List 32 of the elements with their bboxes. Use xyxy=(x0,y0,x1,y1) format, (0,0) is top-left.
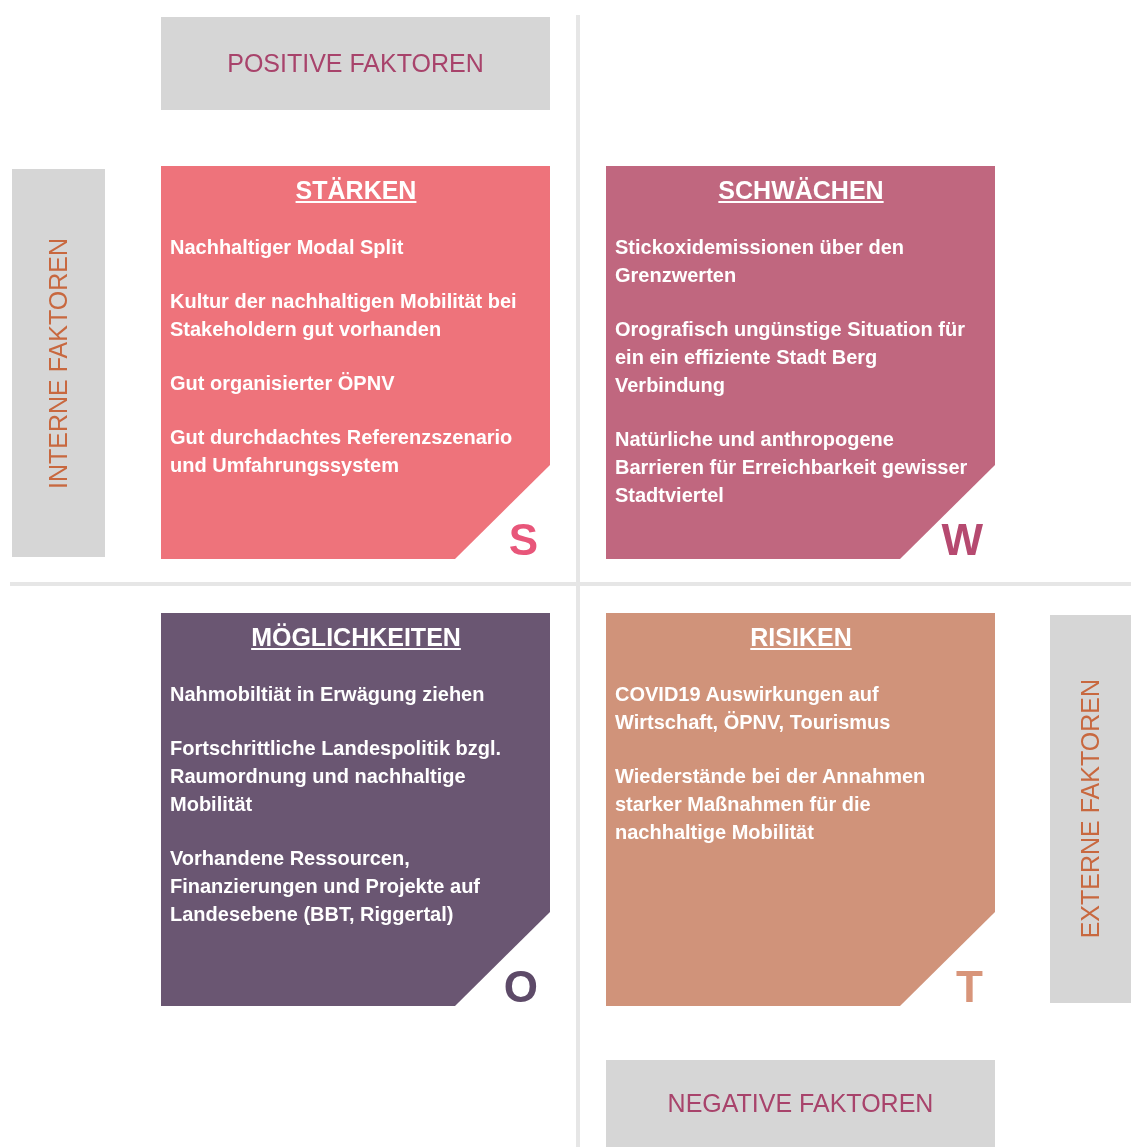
list-item-text: Natürliche und anthropogene Barrieren für Erreichbarkeit gewisser Stadtviertel xyxy=(615,427,969,508)
list-item-text: Nahmobiltiät in Erwägung ziehen xyxy=(170,682,485,707)
swot-quadrant xyxy=(606,613,995,1006)
quadrant-heading: SCHWÄCHEN xyxy=(717,176,885,205)
list-item-text: Vorhandene Ressourcen, Finanzierungen und Projekte auf Landesebene (BBT, Riggertal) xyxy=(170,846,482,927)
list-item-text: COVID19 Auswirkungen auf Wirtschaft, ÖPNV, Tourismus xyxy=(615,682,892,735)
category-label-box xyxy=(606,1060,995,1147)
quadrant-letter: W xyxy=(941,515,983,565)
category-label: EXTERNE FAKTOREN xyxy=(1076,679,1105,939)
quadrant-letter: T xyxy=(956,962,983,1012)
list-item-text: Stickoxidemissionen über den Grenzwerten xyxy=(615,235,905,288)
quadrant-heading: STÄRKEN xyxy=(294,176,418,205)
list-item-text: Orografisch ungünstige Situation für ein ein effiziente Stadt Berg Verbindung xyxy=(615,317,966,398)
quadrant-letter: O xyxy=(503,962,538,1012)
swot-quadrant xyxy=(161,166,550,559)
quadrant-heading: RISIKEN xyxy=(749,623,853,652)
swot-quadrant xyxy=(161,613,550,1006)
category-label: INTERNE FAKTOREN xyxy=(44,237,73,489)
list-item-text: Kultur der nachhaltigen Mobilität bei Stakeholdern gut vorhanden xyxy=(170,289,518,342)
list-item-text: Fortschrittliche Landespolitik bzgl. Raumordnung und nachhaltige Mobilität xyxy=(170,736,503,817)
category-label-box xyxy=(12,169,105,557)
category-label: POSITIVE FAKTOREN xyxy=(227,49,484,78)
category-label-box xyxy=(1050,615,1131,1003)
list-item-text: Gut organisierter ÖPNV xyxy=(170,371,395,396)
list-item-text: Gut durchdachtes Referenzszenario und Umfahrungssystem xyxy=(170,425,514,478)
quadrant-heading: MÖGLICHKEITEN xyxy=(250,623,462,652)
category-label-box xyxy=(161,17,550,110)
swot-quadrant xyxy=(606,166,995,559)
category-label: NEGATIVE FAKTOREN xyxy=(667,1089,934,1118)
quadrant-letter: S xyxy=(508,515,538,565)
list-item-text: Wiederstände bei der Annahmen starker Maßnahmen für die nachhaltige Mobilität xyxy=(615,764,927,845)
list-item-text: Nachhaltiger Modal Split xyxy=(170,235,404,260)
